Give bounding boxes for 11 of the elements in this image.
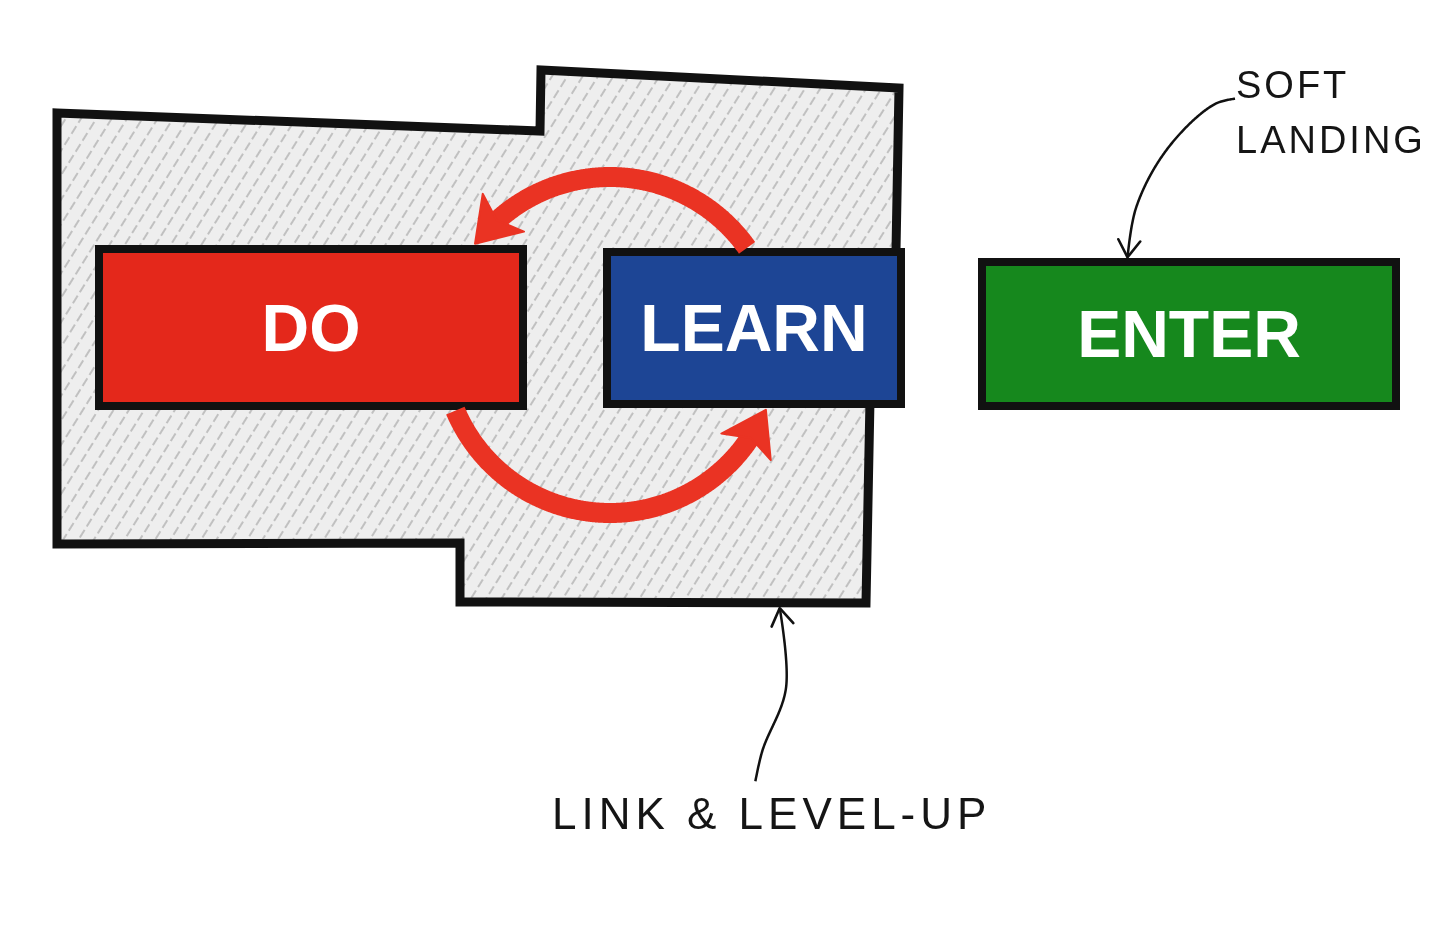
stage-box xyxy=(95,245,527,410)
box-label: ENTER xyxy=(1077,301,1301,367)
callout-text: LINK & LEVEL-UP xyxy=(552,782,1052,850)
box-label: LEARN xyxy=(640,295,868,361)
callout-text: SOFT LANDING xyxy=(1236,58,1436,176)
box-label: DO xyxy=(261,294,361,361)
leader-arrow xyxy=(754,606,795,782)
stage-box xyxy=(978,258,1400,410)
leader-arrow xyxy=(1117,97,1236,259)
stage-box xyxy=(603,248,905,408)
hatched-region xyxy=(52,65,906,608)
